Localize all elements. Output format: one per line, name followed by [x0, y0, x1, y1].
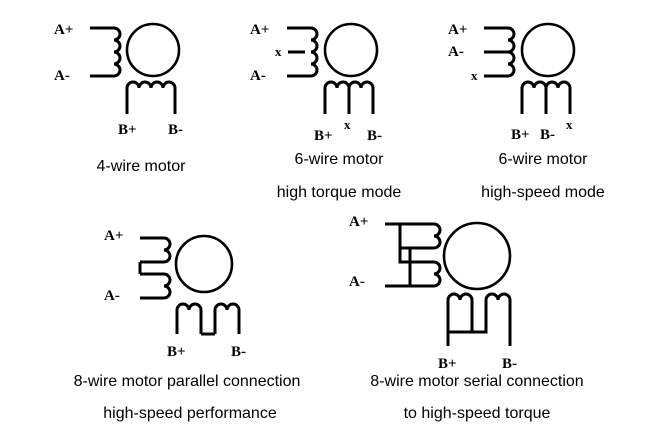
terminal-b-plus: B+ [438, 356, 457, 372]
terminal-a-minus: A- [250, 68, 266, 84]
terminal-b-minus: B- [540, 127, 555, 143]
unused-tap-mark: x [344, 117, 351, 132]
terminal-b-plus: B+ [511, 127, 530, 143]
diagram-8-wire-serial: A+ A- B+ B- 8-wire motor serial connecti… [349, 214, 584, 422]
phase-a-serial-link [398, 224, 410, 264]
phase-b-winding-right [213, 302, 241, 334]
caption-line-1: 6-wire motor [499, 151, 589, 168]
terminal-a-minus: A- [448, 44, 464, 60]
caption-line-1: 8-wire motor serial connection [370, 373, 583, 390]
terminal-a-plus: A+ [250, 22, 269, 38]
terminal-a-plus: A+ [54, 22, 73, 38]
phase-a-winding-lower [484, 50, 516, 78]
rotor-circle [125, 22, 181, 78]
diagram-6-wire-high-speed: A+ A- x B+ B- x 6-wire motor high-speed … [448, 22, 605, 201]
caption-line-1: 4-wire motor [97, 158, 187, 175]
terminal-b-minus: B- [502, 356, 517, 372]
terminal-b-plus: B+ [167, 344, 186, 360]
terminal-b-plus: B+ [314, 128, 333, 144]
rotor-circle [520, 22, 576, 78]
phase-b-winding-left [446, 292, 474, 346]
rotor-circle [323, 22, 379, 78]
unused-tap-mark: x [471, 68, 478, 83]
phase-a-winding-upper [484, 26, 516, 54]
unused-tap-mark: x [566, 117, 573, 132]
phase-a-winding-upper [385, 222, 442, 250]
caption-line-2: high-speed mode [481, 184, 605, 201]
caption-line-1: 8-wire motor parallel connection [74, 373, 301, 390]
phase-b-winding [125, 80, 177, 114]
caption-line-1: 6-wire motor [295, 151, 385, 168]
phase-b-winding-left [520, 80, 548, 114]
unused-tap-mark: x [275, 44, 282, 59]
phase-b-winding-right [484, 292, 512, 346]
caption-line-2: to high-speed torque [404, 405, 551, 422]
diagram-6-wire-high-torque: A+ A- x x B+ B- 6-wire motor high torque… [250, 22, 401, 201]
terminal-b-minus: B- [231, 344, 246, 360]
caption-line-2: high torque mode [277, 184, 402, 201]
phase-b-winding-right [544, 80, 572, 114]
phase-a-winding-upper [140, 236, 172, 264]
phase-a-winding-lower [385, 260, 442, 288]
rotor-circle [174, 234, 234, 294]
phase-a-winding-lower [140, 272, 172, 300]
phase-a-winding [90, 26, 122, 78]
terminal-a-minus: A- [104, 288, 120, 304]
terminal-a-plus: A+ [349, 214, 368, 230]
phase-b-serial-link [448, 300, 488, 334]
diagram-8-wire-parallel: A+ A- B+ B- 8-wire motor parallel connec… [74, 228, 301, 422]
diagram-4-wire: A+ A- B+ B- 4-wire motor [54, 22, 186, 175]
terminal-a-minus: A- [349, 274, 365, 290]
terminal-a-plus: A+ [448, 22, 467, 38]
terminal-b-minus: B- [168, 122, 183, 138]
caption-line-2: high-speed performance [103, 405, 277, 422]
phase-a-winding [287, 26, 319, 78]
terminal-a-minus: A- [54, 68, 70, 84]
phase-b-winding-left [175, 302, 203, 334]
terminal-a-plus: A+ [104, 228, 123, 244]
terminal-b-minus: B- [367, 128, 382, 144]
rotor-circle [442, 221, 512, 291]
terminal-b-plus: B+ [118, 122, 137, 138]
